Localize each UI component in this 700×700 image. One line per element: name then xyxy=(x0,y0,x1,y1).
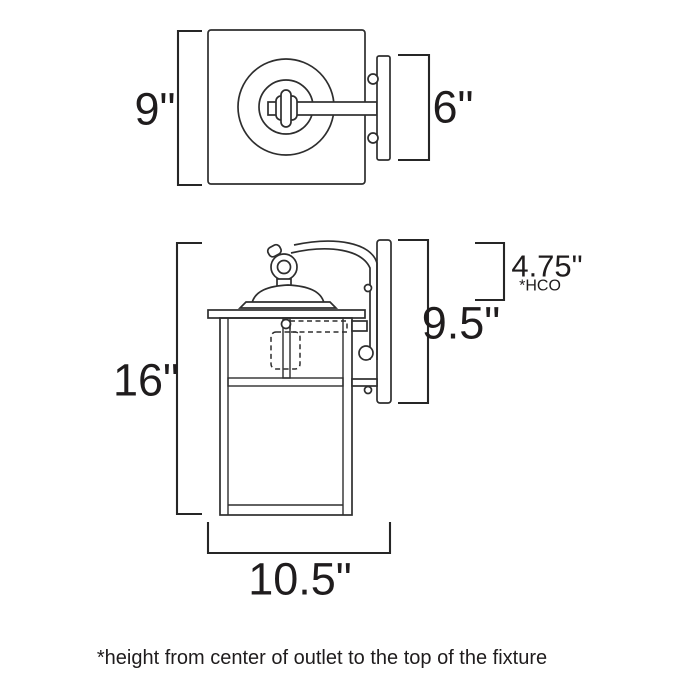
side-view-arm-inner-curve xyxy=(290,248,371,360)
side-view-top-plate xyxy=(207,309,366,319)
side-view-cap-dome xyxy=(250,284,326,304)
side-view-socket-hidden xyxy=(270,331,301,370)
dimension-6in: 6" xyxy=(398,53,474,162)
dimension-9in-bracket xyxy=(176,29,202,187)
side-view xyxy=(207,239,392,516)
top-view-screw-top xyxy=(367,73,379,85)
dimension-6in-bracket xyxy=(398,53,431,162)
dimension-9-5in-label: 9.5" xyxy=(422,298,501,349)
dimension-6in-label: 6" xyxy=(432,82,473,133)
dimension-10-5in-label: 10.5" xyxy=(248,554,352,605)
dimension-9in-label: 9" xyxy=(134,84,175,135)
dimension-9-5in-bracket xyxy=(398,238,430,405)
side-view-cap-rim xyxy=(237,301,339,309)
dimension-16in: 16" xyxy=(113,241,202,516)
side-view-socket-arm-hidden xyxy=(289,320,348,333)
side-view-stem xyxy=(282,317,291,379)
side-view-mount-arm xyxy=(351,378,378,387)
dimension-10-5in: 10.5" xyxy=(206,522,392,605)
side-view-mount-knob xyxy=(358,345,374,361)
side-view-arm-outer-curve xyxy=(293,240,378,360)
dimension-4-75in-label: 4.75" xyxy=(511,249,582,284)
side-view-body-outline xyxy=(219,317,353,516)
top-view-backplate xyxy=(376,55,391,161)
side-view-arm-screw-bottom xyxy=(363,385,373,395)
side-view-mount-block xyxy=(351,320,368,332)
dimension-4-75in: 4.75" *HCO xyxy=(475,241,583,302)
side-view-ring-hole xyxy=(276,259,292,275)
side-view-ring-finial xyxy=(270,253,298,281)
dimension-9in: 9" xyxy=(134,29,202,187)
dimension-9-5in: 9.5" xyxy=(398,238,501,405)
dimension-4-75in-bracket xyxy=(475,241,506,302)
dimension-hco-note: *HCO xyxy=(519,278,561,295)
side-view-backplate xyxy=(376,239,392,404)
top-view-finial-capsule xyxy=(280,89,292,128)
footnote: *height from center of outlet to the top… xyxy=(97,647,547,669)
side-view-arm-screw-top xyxy=(363,283,373,293)
dimension-10-5in-bracket xyxy=(206,522,392,555)
top-view-screw-bottom xyxy=(367,132,379,144)
side-view-mid-rail xyxy=(227,377,344,387)
dimension-16in-label: 16" xyxy=(113,355,179,406)
top-view xyxy=(207,29,391,185)
dimension-16in-bracket xyxy=(175,241,202,516)
side-view-stem-knob xyxy=(280,318,292,330)
